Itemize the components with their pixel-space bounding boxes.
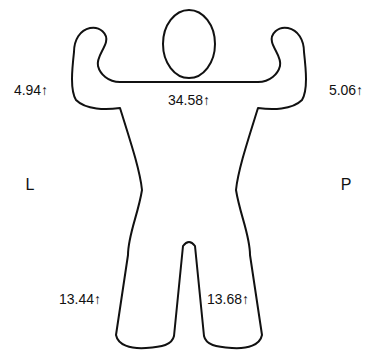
figure-label: P (341, 176, 352, 194)
body-outline (72, 28, 306, 348)
figure-label: 13.68↑ (207, 292, 249, 307)
figure-label: 4.94↑ (14, 83, 48, 98)
figure-label: 5.06↑ (329, 83, 363, 98)
figure-label: L (26, 176, 35, 194)
head-outline (163, 10, 215, 78)
figure-label: 13.44↑ (59, 292, 101, 307)
figure-label: 34.58↑ (168, 93, 210, 108)
